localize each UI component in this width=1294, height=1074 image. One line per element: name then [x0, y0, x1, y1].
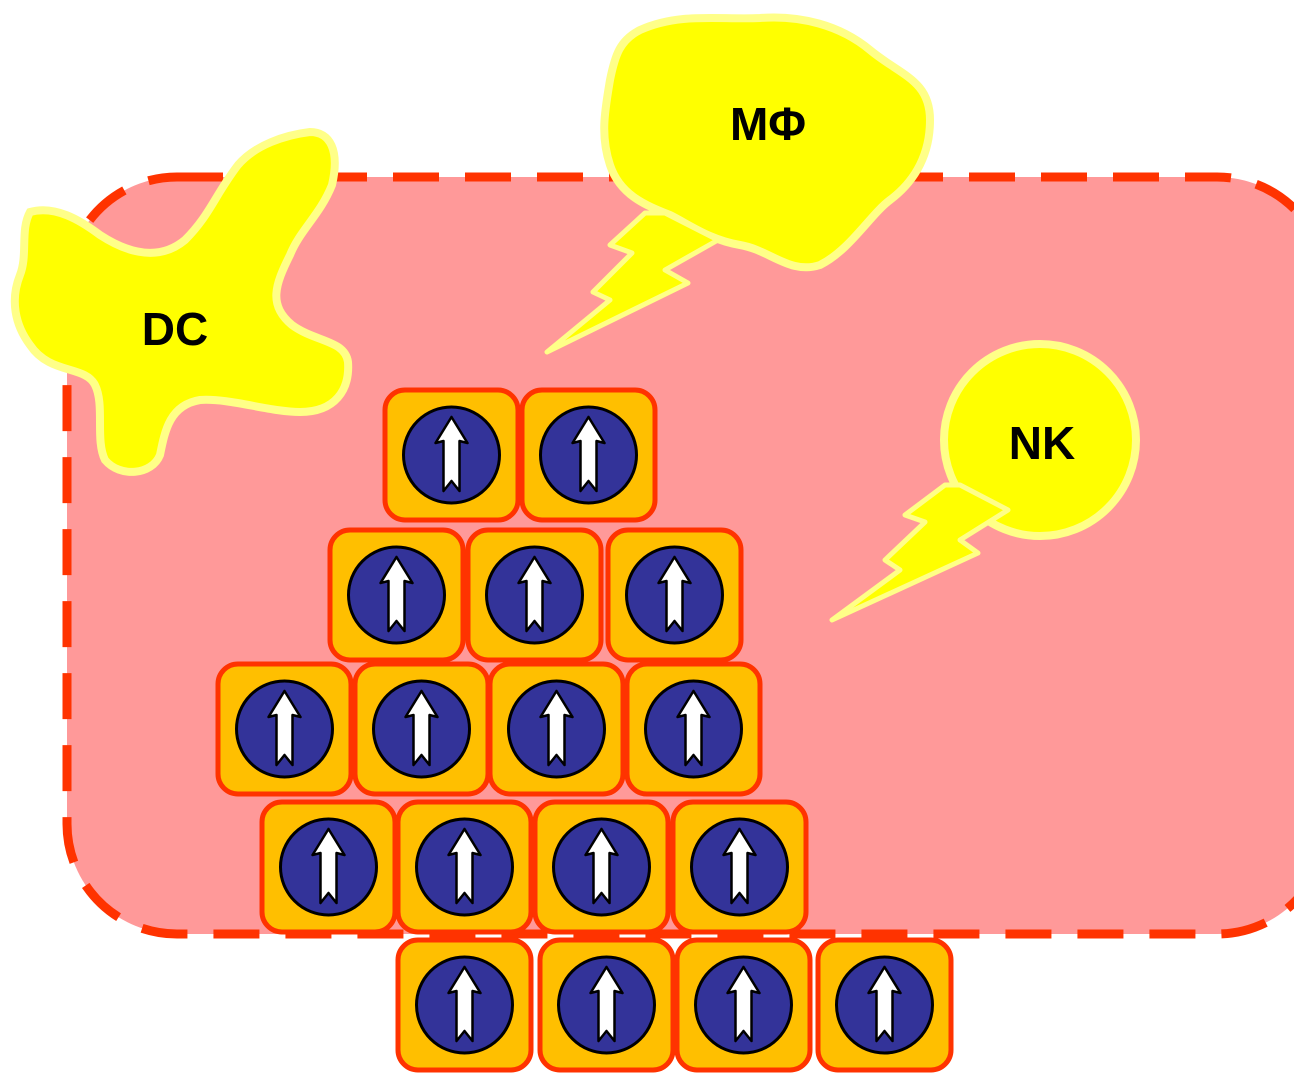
- macrophage-label: MΦ: [730, 98, 806, 150]
- tumor-cell: [677, 940, 810, 1070]
- tumor-cell: [385, 390, 518, 520]
- tumor-cell: [627, 664, 760, 794]
- tumor-cell: [608, 530, 741, 660]
- dendritic-cell-label: DC: [142, 303, 208, 355]
- tumor-cell: [355, 664, 488, 794]
- tumor-cell: [330, 530, 463, 660]
- tumor-cell: [490, 664, 623, 794]
- tumor-cell: [262, 802, 395, 932]
- tumor-cell: [673, 802, 806, 932]
- tumor-cell: [218, 664, 351, 794]
- nk-cell-label: NK: [1009, 417, 1075, 469]
- tumor-cell: [398, 940, 531, 1070]
- tumor-cell: [535, 802, 668, 932]
- tumor-cell: [398, 802, 531, 932]
- tumor-cell: [818, 940, 951, 1070]
- tumor-cell: [468, 530, 601, 660]
- tumor-cell: [540, 940, 673, 1070]
- tumor-cell: [522, 390, 655, 520]
